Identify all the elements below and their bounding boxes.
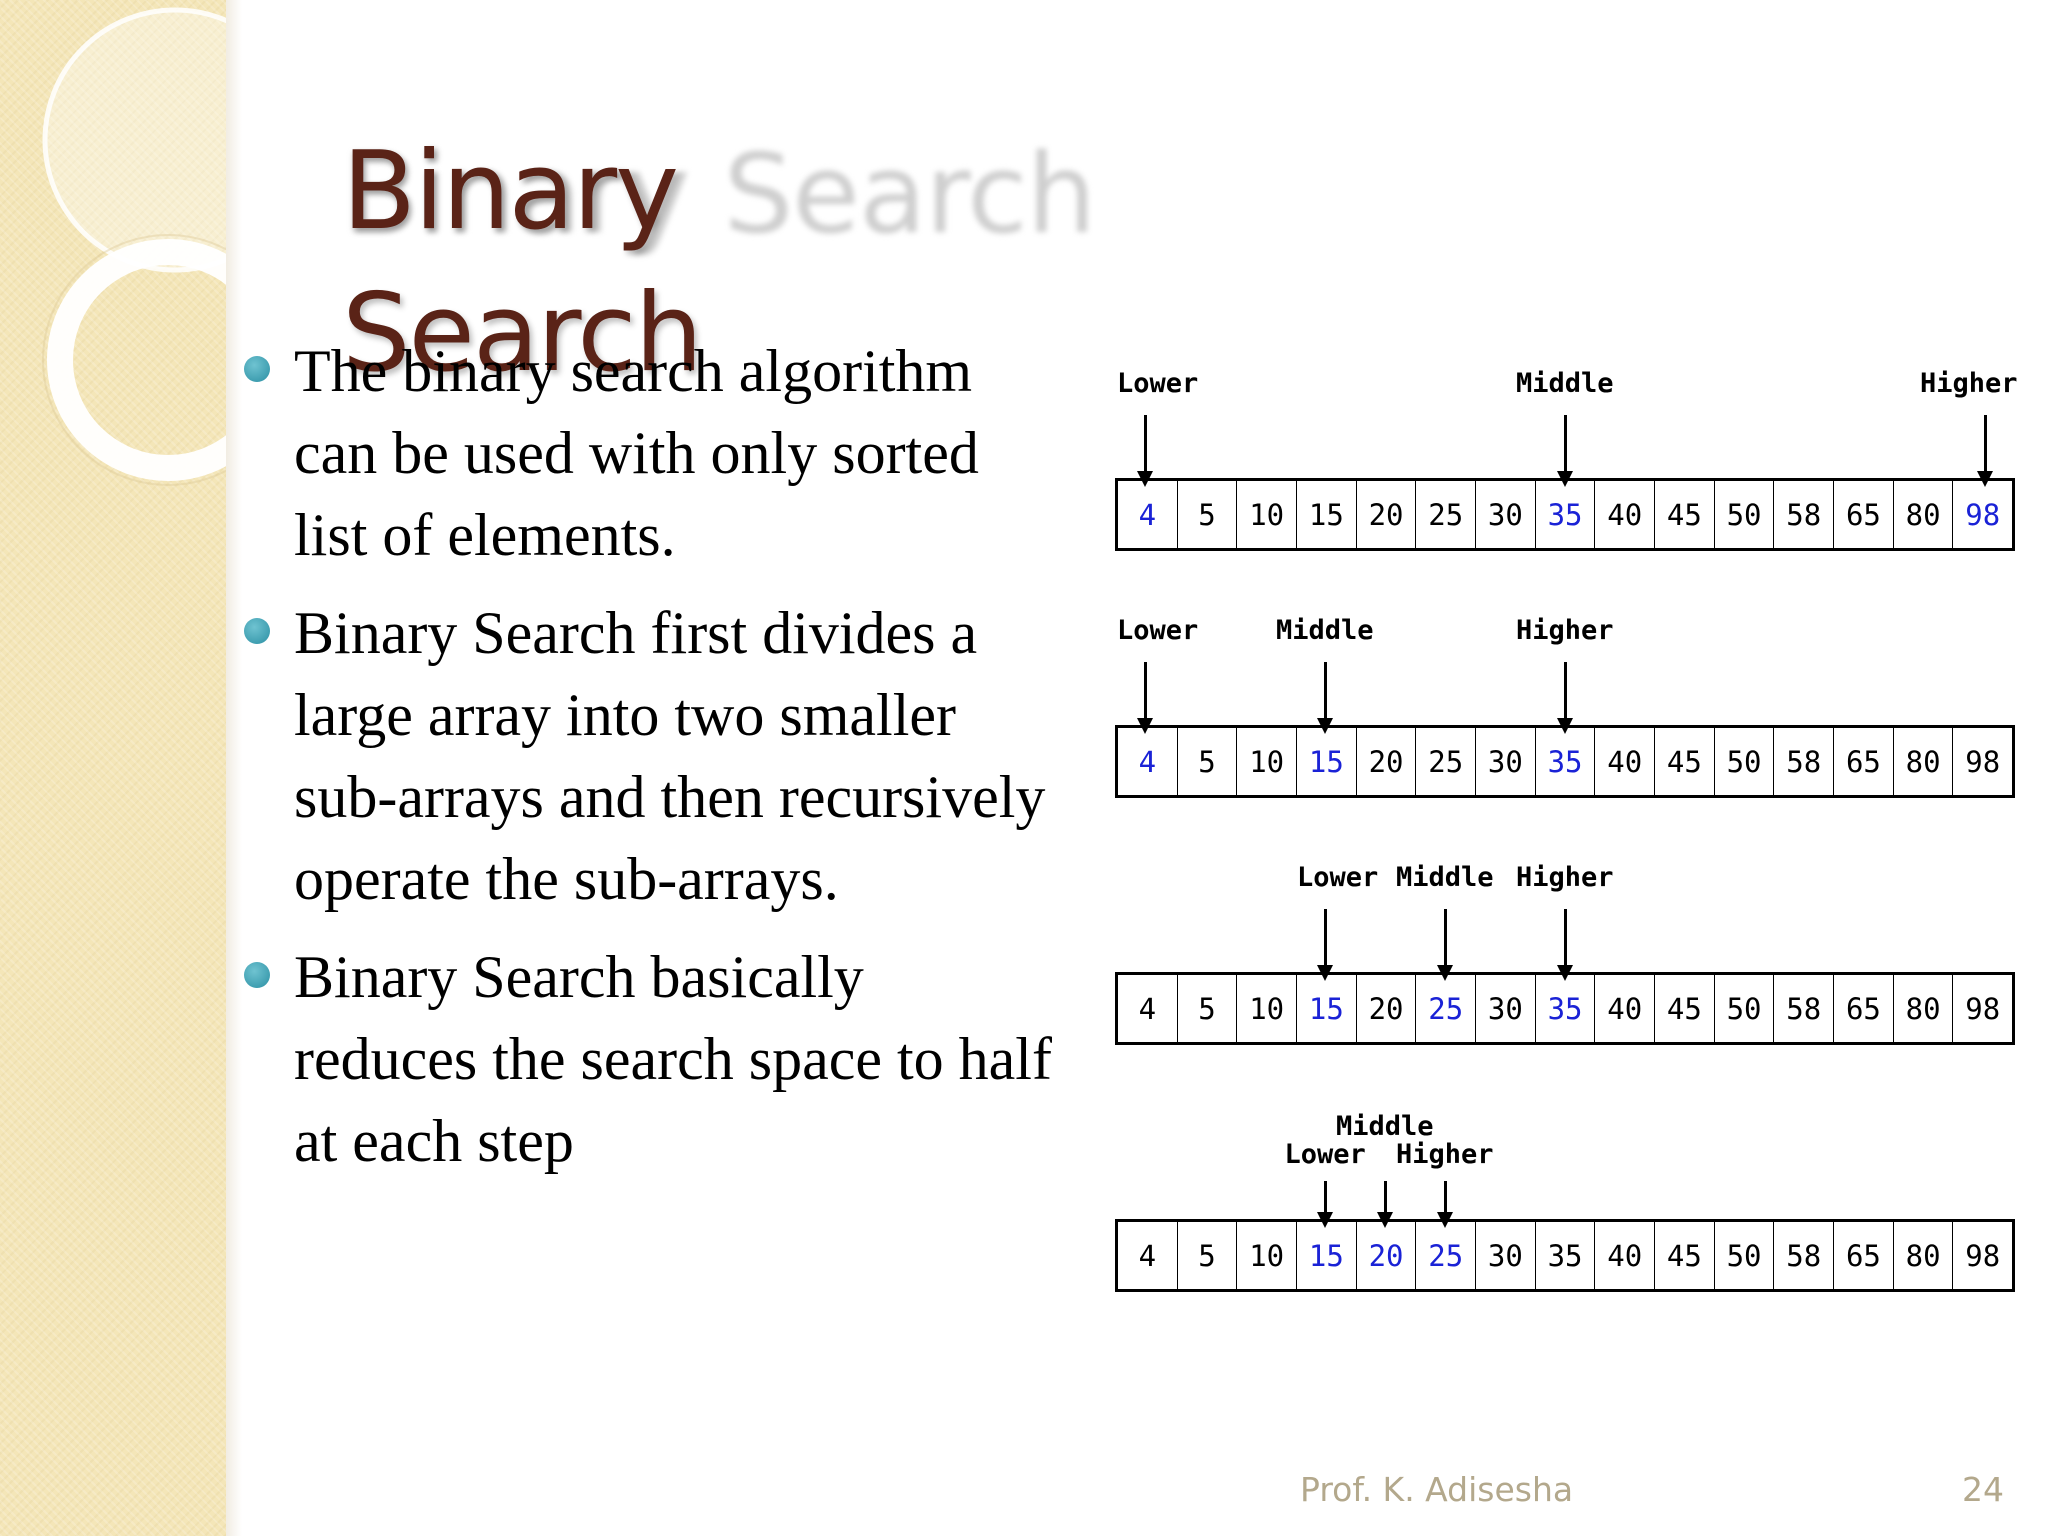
array-cell: 5: [1178, 1222, 1238, 1289]
array-cell: 35: [1536, 481, 1596, 548]
array-cell: 40: [1595, 481, 1656, 548]
slide-number: 24: [1962, 1470, 2004, 1509]
array-cell: 35: [1536, 1222, 1596, 1289]
array-cell: 15: [1297, 1222, 1357, 1289]
bullet-text: Binary Search first divides a large arra…: [294, 600, 1046, 912]
array-cell: 30: [1476, 1222, 1536, 1289]
array-cell: 65: [1834, 728, 1894, 795]
array-cell: 4: [1118, 728, 1178, 795]
array-cell: 10: [1237, 728, 1298, 795]
slide-title-line1: Binary: [342, 129, 679, 254]
array-cell: 58: [1774, 975, 1835, 1042]
array-cell: 58: [1774, 1222, 1835, 1289]
array-cell: 98: [1965, 1238, 2001, 1273]
array-cell: 10: [1237, 975, 1298, 1042]
array-cell: 25: [1416, 728, 1477, 795]
slide-title-line2: Search: [342, 271, 703, 396]
footer-author: Prof. K. Adisesha: [1300, 1470, 1574, 1509]
array-cell: 50: [1715, 1222, 1775, 1289]
array-cell: 45: [1655, 728, 1715, 795]
array-cell: 35: [1536, 728, 1596, 795]
array-cell: 15: [1297, 481, 1357, 548]
array-cell: 30: [1476, 728, 1536, 795]
title-shadow-text: Binary Search: [342, 130, 1096, 258]
bullet-icon: [244, 618, 270, 644]
pointer-label-higher: Higher: [1396, 1139, 1494, 1170]
array-cell: 30: [1476, 975, 1536, 1042]
array-cell: 5: [1178, 481, 1238, 548]
bullet-icon: [244, 356, 270, 382]
array-cell: 4: [1118, 1222, 1178, 1289]
array-cell: 58: [1774, 728, 1835, 795]
array-cell: 10: [1237, 1222, 1298, 1289]
pointer-label-higher: Higher: [1516, 615, 1614, 646]
array-cell: 10: [1237, 481, 1298, 548]
array-cell: 50: [1715, 728, 1775, 795]
decorative-sidebar: [0, 0, 226, 1536]
array-cell: 30: [1476, 481, 1536, 548]
array-cell: 80: [1894, 1222, 1954, 1289]
pointer-label-lower: Lower: [1297, 862, 1379, 893]
array-cell: 98: [1965, 497, 2001, 532]
array-cell: 4: [1118, 975, 1178, 1042]
array-cell: 25: [1416, 481, 1477, 548]
pointer-label-middle: Middle: [1396, 862, 1494, 893]
array-cell: 15: [1297, 728, 1357, 795]
array-cell: 20: [1357, 1222, 1417, 1289]
array-cell: 65: [1834, 481, 1894, 548]
array-cell: 4: [1118, 481, 1178, 548]
array-cell: 25: [1416, 975, 1477, 1042]
array-cell: 98: [1965, 991, 2001, 1026]
pointer-label-lower: Lower: [1117, 615, 1199, 646]
array-cell: 45: [1655, 1222, 1715, 1289]
array-cell: 40: [1595, 975, 1656, 1042]
array-cell: 5: [1178, 975, 1238, 1042]
pointer-label-higher: Higher: [1920, 368, 2018, 399]
bullet-list: The binary search algorithm can be used …: [240, 330, 1060, 1198]
bullet-text: Binary Search basically reduces the sear…: [294, 944, 1052, 1174]
sidebar-edge-shadow: [226, 0, 242, 1536]
array-cell: 80: [1894, 481, 1954, 548]
array-cell: 50: [1715, 481, 1775, 548]
bullet-item: Binary Search basically reduces the sear…: [240, 936, 1060, 1182]
pointer-label-middle: Middle: [1516, 368, 1614, 399]
array-cell: 45: [1655, 481, 1715, 548]
array-cell: 40: [1595, 728, 1656, 795]
array-cell: 50: [1715, 975, 1775, 1042]
array-cell: 5: [1178, 728, 1238, 795]
bullet-item: The binary search algorithm can be used …: [240, 330, 1060, 576]
array-cell: 20: [1357, 481, 1417, 548]
array-cell: 35: [1536, 975, 1596, 1042]
array-cell: 20: [1357, 975, 1417, 1042]
decorative-circles: [42, 7, 226, 486]
pointer-label-lower: Lower: [1284, 1139, 1366, 1170]
array-cell: 58: [1774, 481, 1835, 548]
pointer-label-lower: Lower: [1117, 368, 1199, 399]
pointer-label-middle: Middle: [1276, 615, 1374, 646]
bullet-item: Binary Search first divides a large arra…: [240, 592, 1060, 920]
array-cell: 80: [1894, 975, 1954, 1042]
array-cell: 25: [1416, 1222, 1477, 1289]
pointer-label-higher: Higher: [1516, 862, 1614, 893]
bullet-text: The binary search algorithm can be used …: [294, 338, 979, 568]
bullet-icon: [244, 962, 270, 988]
array-cell: 65: [1834, 975, 1894, 1042]
array-cell: 15: [1297, 975, 1357, 1042]
array-cell: 45: [1655, 975, 1715, 1042]
array-cell: 80: [1894, 728, 1954, 795]
pointer-label-middle: Middle: [1336, 1111, 1434, 1142]
array-cell: 98: [1965, 744, 2001, 779]
array-cell: 20: [1357, 728, 1417, 795]
array-cell: 40: [1595, 1222, 1656, 1289]
array-cell: 65: [1834, 1222, 1894, 1289]
